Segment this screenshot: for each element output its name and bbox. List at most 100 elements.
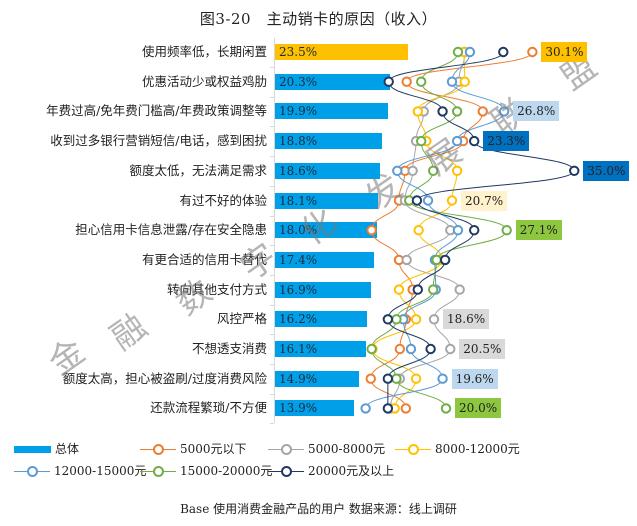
data-point-marker (410, 314, 422, 325)
data-point-marker (411, 195, 423, 206)
axis-tick (270, 67, 274, 68)
highlight-value-label: 20.5% (459, 339, 506, 359)
data-point-marker (451, 135, 463, 147)
category-label: 有过不好的体验 (179, 192, 267, 208)
data-point-marker (427, 284, 439, 295)
footer-note: Base 使用消费金融产品的用户 数据来源：线上调研 (180, 502, 457, 516)
bar-value-label: 16.2% (279, 312, 318, 327)
data-point-marker (569, 165, 580, 177)
legend-label: 8000-12000元 (435, 442, 520, 456)
category-label: 年费过高/免年费门槛高/年费政策调整等 (46, 103, 267, 119)
category-label: 担心信用卡信息泄露/存在安全隐患 (75, 222, 267, 238)
bar-total (275, 192, 378, 209)
data-point-marker (407, 165, 418, 177)
bar-total (275, 44, 409, 60)
bar-total (275, 222, 378, 239)
bar-total (275, 133, 382, 150)
axis-tick (270, 245, 274, 247)
data-point-marker (459, 76, 471, 87)
category-label: 优惠活动少或权益鸡肋 (141, 73, 267, 89)
category-label: 还款流程繁琐/不方便 (150, 400, 267, 416)
data-point-marker (451, 106, 463, 117)
data-point-marker (401, 76, 412, 87)
data-point-marker (477, 106, 488, 117)
category-label: 风控严格 (216, 311, 267, 327)
data-point-marker (366, 225, 377, 236)
legend-label: 5000元以下 (180, 442, 247, 456)
data-point-marker (394, 343, 406, 355)
highlight-value-label: 20.0% (455, 398, 502, 419)
series-line (387, 51, 575, 409)
legend-line-marker-swatch (268, 465, 304, 477)
bar-value-label: 18.8% (279, 134, 318, 149)
legend-label: 20000元及以上 (308, 464, 395, 478)
bar-total (275, 162, 381, 179)
legend-label: 5000-8000元 (308, 442, 386, 456)
highlight-value-label: 20.7% (460, 190, 508, 211)
data-point-marker (412, 106, 423, 117)
data-point-marker (416, 135, 427, 147)
category-label: 收到过多银行营销短信/电话，感到困扰 (50, 133, 267, 149)
data-point-marker (431, 254, 442, 266)
data-point-marker (382, 403, 394, 414)
data-point-marker (382, 373, 394, 384)
axis-tick (270, 126, 274, 128)
data-point-marker (410, 373, 422, 384)
data-point-marker (425, 343, 436, 355)
axis-tick (270, 96, 274, 98)
data-point-marker (452, 225, 464, 236)
data-point-marker (391, 314, 402, 325)
highlight-value-label: 19.6% (451, 368, 498, 389)
category-label: 额度太高，担心被盗刷/过度消费风险 (62, 370, 267, 386)
data-point-marker (392, 165, 403, 177)
data-point-marker (416, 76, 427, 87)
highlight-value-label: 27.1% (515, 220, 562, 241)
data-point-marker (391, 373, 402, 384)
highlight-value-label: 26.8% (513, 101, 560, 122)
data-point-marker (360, 403, 371, 414)
data-point-marker (412, 284, 423, 295)
data-point-marker (469, 135, 480, 147)
highlight-value-label: 30.1% (541, 42, 588, 62)
axis-tick (270, 215, 274, 217)
legend-label: 12000-15000元 (54, 464, 147, 478)
data-point-marker (469, 225, 480, 236)
data-point-marker (382, 314, 394, 325)
axis-tick (270, 185, 274, 187)
category-label: 转向其他支付方式 (166, 281, 267, 297)
axis-tick (270, 156, 274, 158)
axis-tick (270, 304, 274, 306)
category-axis (274, 38, 275, 423)
data-point-marker (527, 46, 538, 58)
axis-tick (270, 334, 274, 336)
bar-total (275, 103, 388, 120)
legend-item: 5000元以下 (140, 441, 247, 457)
legend-line-marker-swatch (140, 465, 176, 477)
legend-line-marker-swatch (395, 443, 431, 455)
data-point-marker (446, 195, 458, 206)
data-point-marker (445, 343, 456, 355)
data-point-marker (365, 373, 376, 384)
axis-tick (270, 364, 274, 365)
bar-value-label: 16.9% (279, 282, 318, 297)
data-point-marker (366, 343, 377, 355)
bar-total (275, 281, 371, 298)
data-point-marker (405, 343, 417, 355)
bar-value-label: 20.3% (279, 74, 318, 89)
category-label: 不想透支消费 (191, 341, 267, 356)
bar-total (275, 370, 360, 387)
axis-tick (270, 274, 274, 276)
bar-total (275, 311, 367, 328)
data-point-marker (427, 165, 439, 177)
data-point-marker (437, 373, 448, 384)
bar-total (275, 251, 374, 268)
category-label: 使用频率低，长期闲置 (141, 44, 267, 59)
bar-value-label: 13.9% (279, 401, 318, 416)
legend-item: 20000元及以上 (268, 463, 394, 479)
data-point-marker (400, 403, 412, 414)
chart-title: 图3-20 主动销卡的原因（收入） (199, 10, 438, 28)
category-label: 有更合适的信用卡替代 (141, 251, 267, 267)
data-point-marker (451, 165, 463, 177)
legend-bar-swatch (14, 445, 51, 453)
bar-value-label: 16.1% (279, 342, 318, 356)
